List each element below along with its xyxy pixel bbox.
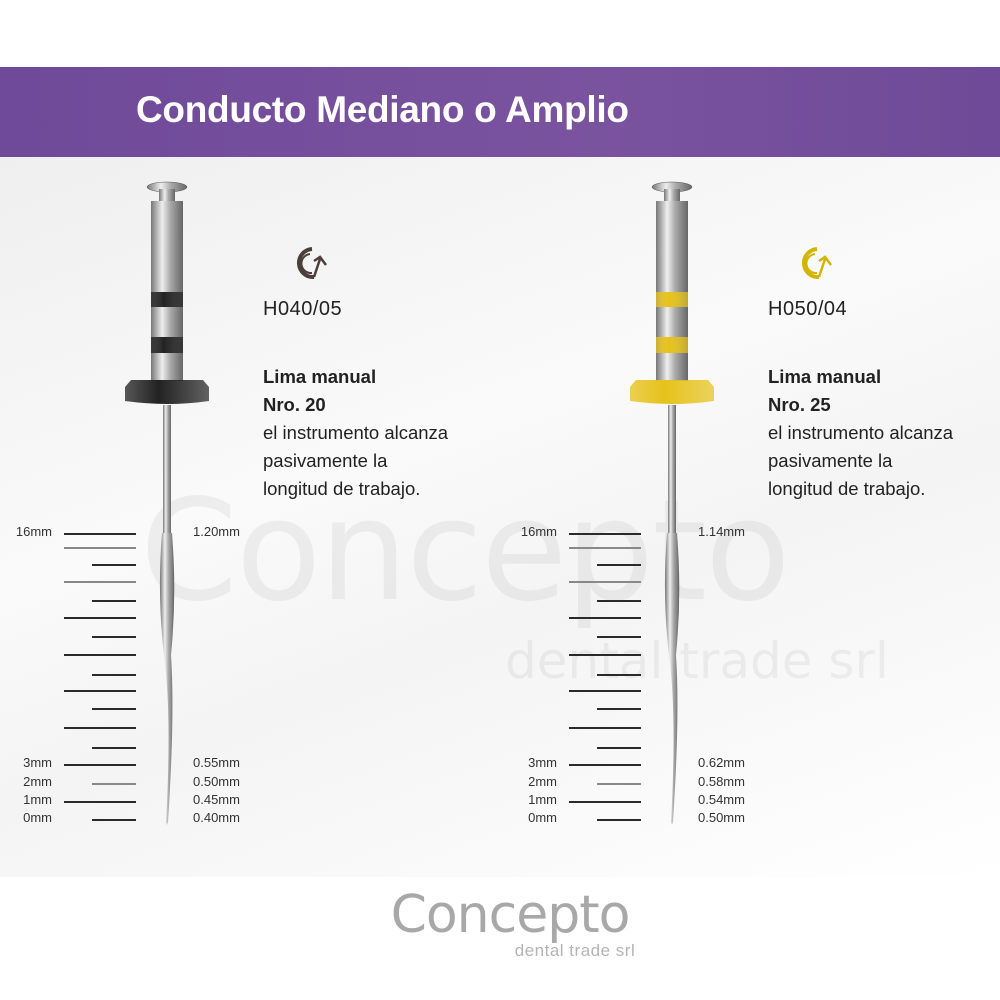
scale-tick (64, 764, 136, 766)
length-label: 0mm (528, 810, 557, 825)
desc-line: pasivamente la (263, 450, 388, 471)
scale-tick (92, 747, 136, 749)
diameter-label: 0.62mm (698, 755, 745, 770)
footer-logo: Concepto dental trade srl (0, 885, 1000, 961)
scale-tick (92, 674, 136, 676)
desc-title: Lima manual (263, 366, 377, 387)
scale-tick (92, 708, 136, 710)
length-label: 3mm (528, 755, 557, 770)
desc-line: pasivamente la (768, 450, 893, 471)
desc-number: Nro. 25 (768, 394, 831, 415)
diameter-label: 0.50mm (193, 774, 240, 789)
watermark-brand: Concepto (140, 470, 791, 633)
scale-tick (92, 819, 136, 821)
scale-tick (569, 533, 641, 535)
scale-tick (64, 547, 136, 549)
scale-tick (597, 674, 641, 676)
scale-tick (597, 747, 641, 749)
scale-tick (64, 801, 136, 803)
scale-tick (569, 801, 641, 803)
length-label: 1mm (528, 792, 557, 807)
scale-tick (597, 600, 641, 602)
desc-number: Nro. 20 (263, 394, 326, 415)
diameter-label: 0.45mm (193, 792, 240, 807)
length-label: 2mm (23, 774, 52, 789)
scale-tick (569, 654, 641, 656)
logo-brand: Concepto (390, 885, 631, 945)
scale-tick (92, 600, 136, 602)
scale-tick (597, 708, 641, 710)
diameter-label: 0.50mm (698, 810, 745, 825)
scale-tick (92, 636, 136, 638)
page-title: Conducto Mediano o Amplio (136, 89, 629, 130)
scale-tick (569, 581, 641, 583)
desc-line: longitud de trabajo. (263, 478, 421, 499)
logo-sub: dental trade srl (514, 941, 636, 960)
scale-tick (64, 617, 136, 619)
length-label: 3mm (23, 755, 52, 770)
rotation-arrow-icon (296, 247, 327, 280)
file-code: H050/04 (768, 298, 848, 320)
scale-tick (597, 819, 641, 821)
file-description: Lima manual Nro. 25 el instrumento alcan… (768, 363, 953, 503)
scale-tick (64, 533, 136, 535)
scale-tick (92, 783, 136, 785)
scale-tick (64, 727, 136, 729)
diameter-label: 0.58mm (698, 774, 745, 789)
watermark-sub: dental trade srl (505, 632, 889, 690)
scale-tick (64, 654, 136, 656)
scale-tick (597, 783, 641, 785)
scale-tick (569, 727, 641, 729)
length-label: 0mm (23, 810, 52, 825)
scale-tick (64, 690, 136, 692)
diameter-label: 0.55mm (193, 755, 240, 770)
scale-tick (597, 564, 641, 566)
diameter-label: 1.20mm (193, 524, 240, 539)
length-label: 16mm (15, 524, 52, 539)
desc-line: longitud de trabajo. (768, 478, 926, 499)
length-label: 16mm (520, 524, 557, 539)
desc-line: el instrumento alcanza (263, 422, 449, 443)
title-banner: Conducto Mediano o Amplio (0, 67, 1000, 157)
file-description: Lima manual Nro. 20 el instrumento alcan… (263, 363, 448, 503)
diameter-label: 0.40mm (193, 810, 240, 825)
scale-tick (569, 764, 641, 766)
endodontic-file-image (630, 181, 714, 825)
scale-tick (569, 617, 641, 619)
scale-tick (64, 581, 136, 583)
endodontic-file-image (125, 181, 209, 825)
desc-line: el instrumento alcanza (768, 422, 954, 443)
length-label: 2mm (528, 774, 557, 789)
scale-tick (569, 690, 641, 692)
desc-title: Lima manual (768, 366, 882, 387)
file-code: H040/05 (263, 298, 343, 320)
scale-tick (92, 564, 136, 566)
diameter-label: 1.14mm (698, 524, 745, 539)
rotation-arrow-icon (801, 247, 832, 280)
scale-tick (597, 636, 641, 638)
length-label: 1mm (23, 792, 52, 807)
diameter-label: 0.54mm (698, 792, 745, 807)
scale-tick (569, 547, 641, 549)
